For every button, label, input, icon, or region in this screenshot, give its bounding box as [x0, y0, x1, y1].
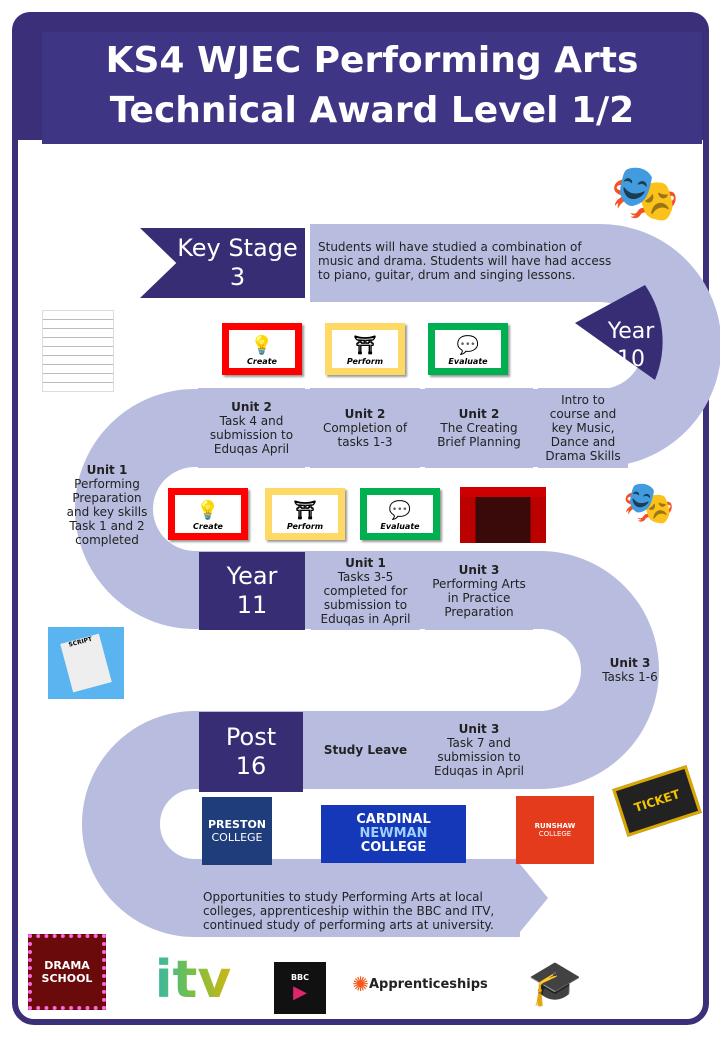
intro-text: Intro to course and key Music, Dance and…: [545, 393, 621, 463]
evaluate-card: 💬Evaluate: [428, 323, 508, 375]
stage-curtain-icon: ⛩: [293, 500, 317, 521]
study-leave-text: Study Leave: [323, 743, 408, 757]
post16-label-1: Post: [225, 723, 277, 751]
create-card: 💡Create: [222, 323, 302, 375]
unit-label: Unit 3: [458, 563, 500, 577]
unit-label: Unit 2: [458, 407, 500, 421]
unit-label: Unit 1: [345, 556, 386, 570]
year11-box: Year 11: [199, 552, 305, 630]
perform-card: ⛩Perform: [325, 323, 405, 375]
year11-label-2: 11: [236, 591, 268, 619]
ks3-label: Key Stage: [177, 234, 298, 262]
unit-text: Task 4 and submission to Eduqas April: [209, 414, 294, 456]
script-image: SCRIPT: [48, 627, 124, 699]
perform-label: Perform: [346, 357, 384, 366]
theatre-masks-music-icon: 🎭: [622, 478, 676, 527]
theatre-masks-icon: 🎭: [610, 161, 680, 226]
header: KS4 WJEC Performing Arts Technical Award…: [12, 12, 709, 144]
year10-label-1: Year: [607, 319, 655, 344]
key-stage-3-banner: Key Stage 3: [140, 228, 305, 298]
sheet-music-image: [42, 310, 114, 392]
final-description: Opportunities to study Performing Arts a…: [203, 890, 495, 932]
create-label: Create: [193, 522, 223, 531]
year10-label: Year 10: [600, 318, 662, 374]
graduation-cap-icon: 🎓: [527, 957, 583, 1009]
unit-text: Performing Preparation and key skills Ta…: [66, 477, 148, 547]
year10-intro-cell: Intro to course and key Music, Dance and…: [538, 388, 628, 468]
perform-card-2: ⛩Perform: [265, 488, 345, 540]
bbc-logo: BBC▶: [274, 962, 326, 1014]
year10-label-2: 10: [617, 347, 645, 372]
apprenticeships-logo: ✺Apprenticeships: [350, 966, 490, 1002]
year11-label-1: Year: [226, 562, 278, 590]
unit-text: The Creating Brief Planning: [437, 421, 521, 449]
title-line-2: Technical Award Level 1/2: [109, 90, 635, 131]
logo-text: RUNSHAW: [534, 822, 576, 830]
ks3-number: 3: [229, 263, 246, 291]
study-leave-cell: Study Leave: [311, 711, 420, 789]
logo-text: PRESTON: [207, 818, 267, 831]
road-path: [75, 224, 720, 937]
unit-text: Tasks 1-6: [602, 670, 658, 684]
play-icon: ▶: [293, 982, 307, 1003]
unit-text: Performing Arts in Practice Preparation: [432, 577, 526, 619]
create-card-2: 💡Create: [168, 488, 248, 540]
ks3-description: Students will have studied a combination…: [318, 240, 612, 282]
evaluate-card-2: 💬Evaluate: [360, 488, 440, 540]
sunburst-icon: ✺: [352, 972, 369, 996]
stage-curtain-image: [460, 487, 546, 543]
unit-label: Unit 2: [344, 407, 386, 421]
post16-box: Post 16: [199, 712, 303, 792]
logo-text: COLLEGE: [211, 831, 263, 844]
logo-text: COLLEGE: [538, 830, 572, 838]
logo-text: SCHOOL: [41, 972, 93, 985]
unit-text: Completion of tasks 1-3: [322, 421, 408, 449]
perform-label: Perform: [286, 522, 324, 531]
unit-label: Unit 3: [609, 656, 651, 670]
speech-bubbles-icon: 💬: [388, 500, 412, 521]
ticket-label: TICKET: [632, 787, 682, 815]
road-arrow-head: [515, 858, 548, 938]
page-title: KS4 WJEC Performing Arts Technical Award…: [42, 32, 702, 144]
evaluate-label: Evaluate: [448, 357, 488, 366]
logo-text: BBC: [290, 973, 310, 982]
evaluate-label: Evaluate: [380, 522, 420, 531]
stage-curtain-icon: ⛩: [353, 335, 377, 356]
logo-text: itv: [154, 950, 232, 1010]
logo-text: Apprenticeships: [368, 976, 488, 992]
logo-text: COLLEGE: [360, 840, 427, 855]
post16-label-2: 16: [235, 752, 267, 780]
logo-text: DRAMA: [44, 959, 90, 972]
year10-wedge: [575, 285, 663, 380]
lightbulb-head-icon: 💡: [250, 335, 274, 356]
unit-label: Unit 2: [231, 400, 272, 414]
unit-label: Unit 1: [86, 463, 128, 477]
title-line-1: KS4 WJEC Performing Arts: [105, 40, 639, 81]
unit-text: Tasks 3-5 completed for submission to Ed…: [320, 570, 411, 626]
logo-text: NEWMAN: [359, 826, 428, 841]
unit-text: Task 7 and submission to Eduqas in April: [433, 736, 525, 778]
speech-bubbles-icon: 💬: [456, 335, 480, 356]
unit-label: Unit 3: [458, 722, 500, 736]
create-label: Create: [247, 357, 277, 366]
script-label: SCRIPT: [60, 633, 112, 693]
logo-text: CARDINAL: [356, 812, 431, 827]
lightbulb-head-icon: 💡: [196, 500, 220, 521]
itv-logo: itv: [138, 950, 248, 1010]
